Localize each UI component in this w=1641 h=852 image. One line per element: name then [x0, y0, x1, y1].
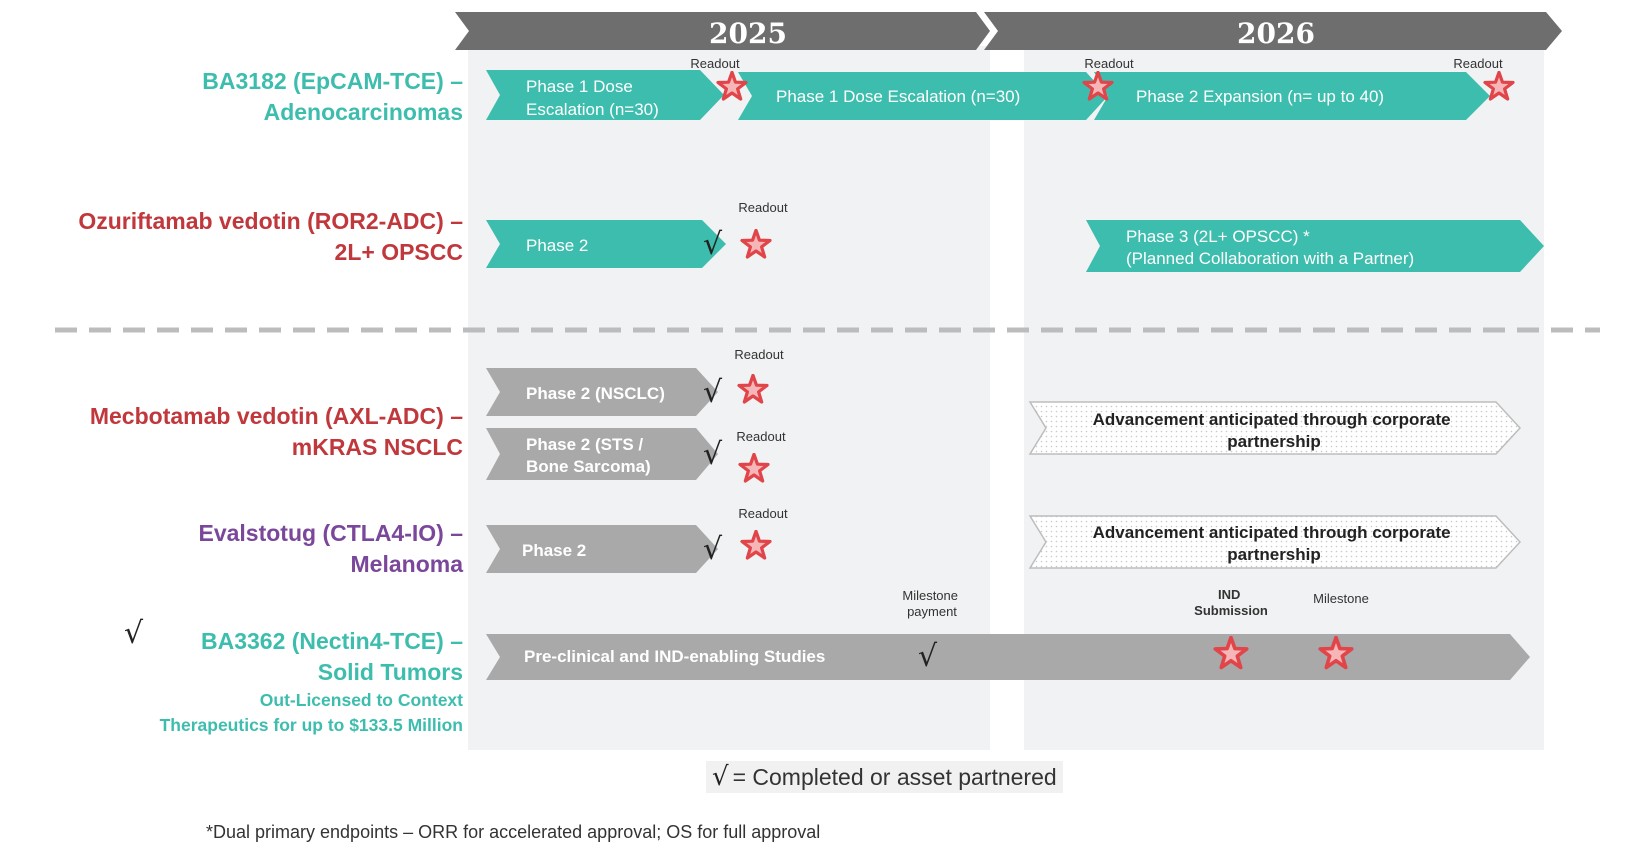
ba3182-phase1-label-2: Escalation (n=30) — [526, 100, 659, 119]
ba3182-readout-label-1: Readout — [690, 56, 740, 71]
ba3362-label: BA3362 (Nectin4-TCE) – Solid Tumors Out-… — [160, 626, 463, 738]
svg-text:Phase 1 Dose Escalation (n: Phase 1 Dose Escalation (n=30) — [526, 77, 659, 119]
ozuriftamab-phase2-label: Phase 2 — [526, 236, 588, 255]
ba3182-readout-label-2: Readout — [1084, 56, 1134, 71]
ozuriftamab-phase3-label-1: Phase 3 (2L+ OPSCC) * — [1126, 227, 1310, 246]
svg-text:Phase 2 (STS / Bone Sarcom: Phase 2 (STS / Bone Sarcoma) — [526, 435, 651, 476]
mecbotamab-label: Mecbotamab vedotin (AXL-ADC) – mKRAS NSC… — [90, 401, 463, 463]
ba3362-milestone-payment-check-icon: √ — [918, 639, 938, 674]
mecbotamab-readout-label-2: Readout — [736, 429, 786, 444]
ba3362-milestone-label: Milestone — [1313, 591, 1369, 606]
ba3362-ind-label-2: Submission — [1194, 603, 1268, 618]
evalstotug-phase2-bar — [486, 525, 718, 573]
year-arrow-2025 — [455, 12, 990, 50]
ba3182-phase2-label: Phase 2 Expansion (n= up to 40) — [1136, 87, 1384, 106]
evalstotug-phase2-label: Phase 2 — [522, 541, 586, 560]
ozuriftamab-phase3-label-2: (Planned Collaboration with a Partner) — [1126, 249, 1414, 268]
ba3362-indication: Solid Tumors — [317, 659, 463, 685]
legend-text: = Completed or asset partnered — [732, 764, 1057, 790]
ba3182-readout-label-3: Readout — [1453, 56, 1503, 71]
mecbotamab-nsclc-check-icon: √ — [703, 375, 723, 410]
ba3182-phase1-label-1: Phase 1 Dose — [526, 77, 633, 96]
ba3362-ind-label-1: IND — [1218, 587, 1240, 602]
ba3182-phase1-bar — [486, 70, 724, 120]
legend-check-icon: √ — [712, 762, 729, 792]
evalstotug-partnership-bar — [1028, 515, 1522, 569]
mecbotamab-sts-check-icon: √ — [703, 437, 723, 472]
mecbotamab-partnership-label-2: partnership — [1227, 432, 1321, 451]
evalstotug-check-icon: √ — [703, 532, 723, 567]
mecbotamab-sts-label-1: Phase 2 (STS / — [526, 435, 643, 454]
panel-2026 — [1024, 46, 1544, 750]
ozuriftamab-label: Ozuriftamab vedotin (ROR2-ADC) – 2L+ OPS… — [78, 206, 463, 268]
ba3362-completed-check-icon: √ — [124, 616, 144, 651]
svg-text:Phase 3 (2L+ OPSCC) * (Pla: Phase 3 (2L+ OPSCC) * (Planned Collabora… — [1126, 227, 1414, 268]
ozuriftamab-indication: 2L+ OPSCC — [334, 239, 463, 265]
mecbotamab-nsclc-label: Phase 2 (NSCLC) — [526, 384, 665, 403]
ozuriftamab-completed-check-icon: √ — [703, 227, 723, 262]
svg-text:Milestone payment: Milestone payment — [902, 588, 961, 619]
mecbotamab-indication: mKRAS NSCLC — [291, 434, 463, 460]
ba3182-label: BA3182 (EpCAM-TCE) – Adenocarcinomas — [202, 66, 463, 128]
svg-text:IND Submission: IND Submission — [1194, 587, 1268, 618]
evalstotug-partnership-label-1: Advancement anticipated through corporat… — [1093, 523, 1451, 542]
ba3182-phase1-continued-bar — [738, 72, 1108, 120]
ba3362-preclinical-label: Pre-clinical and IND-enabling Studies — [524, 647, 825, 666]
evalstotug-partnership-label-2: partnership — [1227, 545, 1321, 564]
evalstotug-title: Evalstotug (CTLA4-IO) – — [198, 520, 463, 546]
mecbotamab-title: Mecbotamab vedotin (AXL-ADC) – — [89, 403, 463, 429]
ba3362-preclinical-bar — [486, 634, 1530, 680]
mecbotamab-partnership-bar — [1028, 401, 1522, 455]
mecbotamab-sts-label-2: Bone Sarcoma) — [526, 457, 651, 476]
mecbotamab-readout-label-1: Readout — [734, 347, 784, 362]
evalstotug-readout-label: Readout — [738, 506, 788, 521]
year-arrow-2026 — [984, 12, 1562, 50]
ozuriftamab-phase3-bar — [1086, 220, 1544, 272]
ba3362-milestone-payment-label-2: payment — [907, 604, 957, 619]
mecbotamab-sts-bar — [486, 428, 718, 480]
ba3362-license-note-1: Out-Licensed to Context — [259, 690, 463, 710]
evalstotug-indication: Melanoma — [350, 551, 463, 577]
mecbotamab-nsclc-bar — [486, 368, 718, 416]
legend: √= Completed or asset partnered — [706, 761, 1063, 793]
ozuriftamab-phase2-bar — [486, 220, 726, 268]
footnote: *Dual primary endpoints – ORR for accele… — [206, 822, 821, 842]
year-label-2026: 2026 — [1237, 17, 1315, 50]
mecbotamab-partnership-label-1: Advancement anticipated through corporat… — [1093, 410, 1451, 429]
year-label-2025: 2025 — [709, 17, 787, 50]
svg-text:Advancement anticipated throug: Advancement anticipated through corporat… — [1093, 410, 1456, 451]
ba3182-indication: Adenocarcinomas — [263, 99, 463, 125]
ba3182-phase2-bar — [1094, 72, 1490, 120]
ba3182-title: BA3182 (EpCAM-TCE) – — [202, 68, 463, 94]
ba3362-license-note-2: Therapeutics for up to $133.5 Million — [159, 715, 463, 735]
ozuriftamab-title: Ozuriftamab vedotin (ROR2-ADC) – — [78, 208, 463, 234]
ba3362-milestone-payment-label-1: Milestone — [902, 588, 958, 603]
ba3182-phase1-continued-label: Phase 1 Dose Escalation (n=30) — [776, 87, 1020, 106]
svg-text:Advancement anticipated throug: Advancement anticipated through corporat… — [1093, 523, 1456, 564]
ba3362-title: BA3362 (Nectin4-TCE) – — [200, 628, 463, 654]
ozuriftamab-readout-label: Readout — [738, 200, 788, 215]
evalstotug-label: Evalstotug (CTLA4-IO) – Melanoma — [198, 518, 463, 580]
